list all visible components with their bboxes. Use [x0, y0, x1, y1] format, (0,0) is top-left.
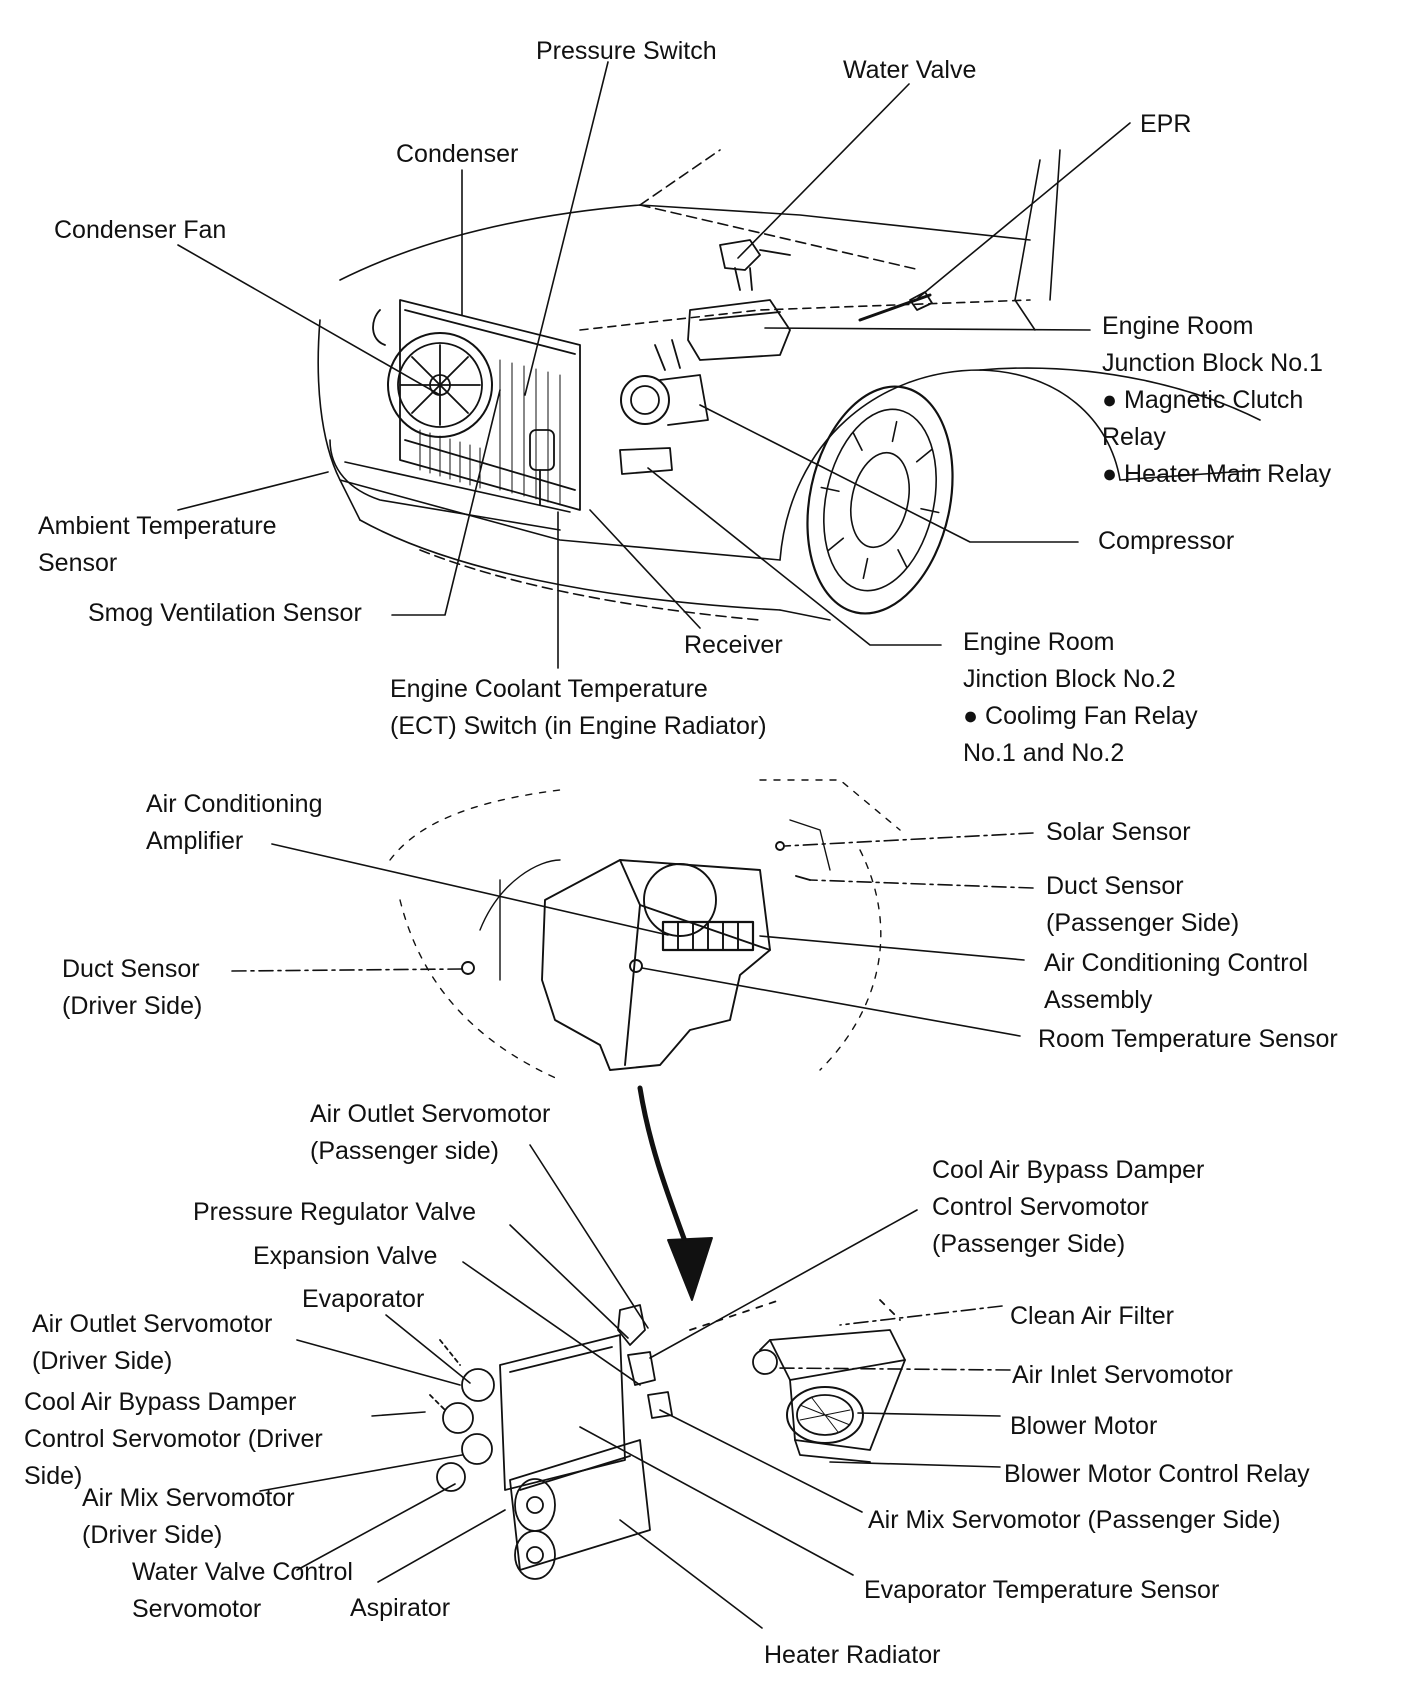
- label-evaporator-temperature-sensor: Evaporator Temperature Sensor: [864, 1576, 1220, 1604]
- label-engine-room-junction-block-2: Engine Room Jinction Block No.2 ● Coolim…: [963, 628, 1198, 767]
- ac-unit-drawing: [461, 841, 811, 1301]
- label-receiver: Receiver: [684, 631, 783, 659]
- vehicle-front-drawing: [317, 149, 1261, 621]
- label-room-temperature-sensor: Room Temperature Sensor: [1038, 1025, 1338, 1053]
- label-cool-air-bypass-passenger: Cool Air Bypass Damper Control Servomoto…: [932, 1156, 1205, 1258]
- label-evaporator: Evaporator: [302, 1285, 425, 1313]
- label-blower-motor-control-relay: Blower Motor Control Relay: [1004, 1460, 1310, 1488]
- label-compressor: Compressor: [1098, 527, 1235, 555]
- label-cool-air-bypass-driver: Cool Air Bypass Damper Control Servomoto…: [24, 1388, 323, 1490]
- label-pressure-switch: Pressure Switch: [536, 37, 717, 65]
- top-leader-lines: [177, 61, 1131, 669]
- label-engine-room-junction-block-1: Engine Room Junction Block No.1 ● Magnet…: [1102, 312, 1332, 488]
- label-duct-sensor-driver: Duct Sensor (Driver Side): [62, 955, 203, 1020]
- condenser-drawing: [372, 299, 581, 511]
- label-heater-radiator: Heater Radiator: [764, 1641, 941, 1669]
- middle-leader-lines: [231, 832, 1034, 1037]
- bottom-leader-lines: [259, 1144, 1011, 1629]
- label-epr: EPR: [1140, 110, 1192, 138]
- label-water-valve: Water Valve: [843, 56, 977, 84]
- label-condenser-fan: Condenser Fan: [54, 216, 227, 244]
- label-aspirator: Aspirator: [350, 1594, 451, 1622]
- dashboard-drawing: [389, 779, 901, 1081]
- label-air-mix-servomotor-driver: Air Mix Servomotor (Driver Side): [82, 1484, 295, 1549]
- label-ac-control-assembly: Air Conditioning Control Assembly: [1044, 949, 1309, 1014]
- hvac-unit-drawing: [429, 1299, 906, 1580]
- label-air-inlet-servomotor: Air Inlet Servomotor: [1012, 1361, 1233, 1389]
- label-air-mix-servomotor-passenger: Air Mix Servomotor (Passenger Side): [868, 1506, 1281, 1534]
- label-air-outlet-servomotor-driver: Air Outlet Servomotor (Driver Side): [32, 1310, 273, 1375]
- label-air-outlet-servomotor-passenger: Air Outlet Servomotor (Passenger side): [310, 1100, 551, 1165]
- label-ac-amplifier: Air Conditioning Amplifier: [146, 790, 323, 855]
- label-clean-air-filter: Clean Air Filter: [1010, 1302, 1174, 1330]
- label-pressure-regulator-valve: Pressure Regulator Valve: [193, 1198, 477, 1226]
- engine-room-components: [619, 239, 933, 475]
- label-duct-sensor-passenger: Duct Sensor (Passenger Side): [1046, 872, 1240, 937]
- label-ect-switch: Engine Coolant Temperature (ECT) Switch …: [390, 675, 767, 740]
- label-expansion-valve: Expansion Valve: [253, 1242, 438, 1270]
- label-condenser: Condenser: [396, 140, 519, 168]
- label-solar-sensor: Solar Sensor: [1046, 818, 1191, 846]
- label-blower-motor: Blower Motor: [1010, 1412, 1158, 1440]
- label-smog-ventilation-sensor: Smog Ventilation Sensor: [88, 599, 362, 627]
- label-water-valve-control-servomotor: Water Valve Control Servomotor: [132, 1558, 353, 1623]
- label-ambient-temperature-sensor: Ambient Temperature Sensor: [38, 512, 277, 577]
